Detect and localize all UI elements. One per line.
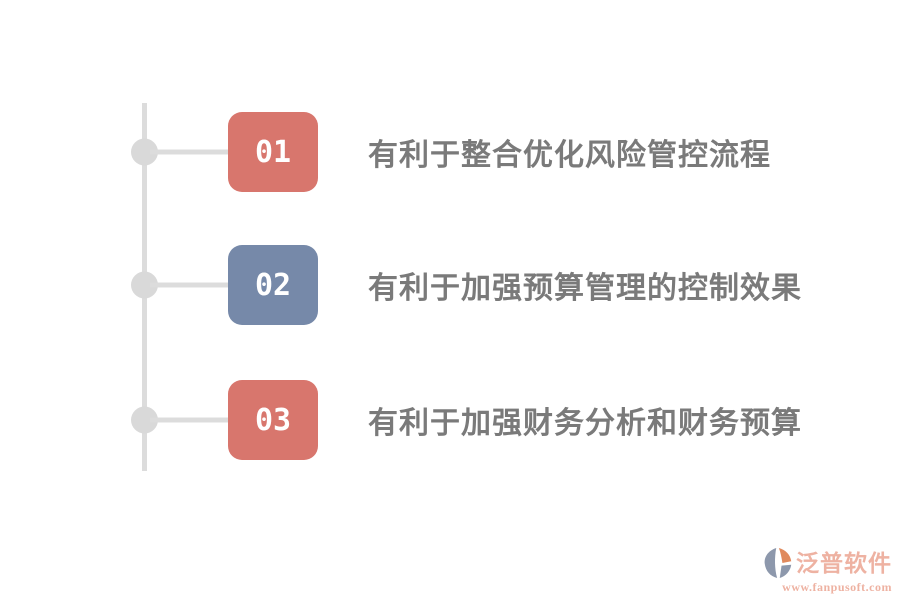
timeline-item: 03 有利于加强财务分析和财务预算: [0, 380, 900, 460]
timeline-connector: [150, 417, 230, 423]
step-label: 有利于加强预算管理的控制效果: [368, 272, 802, 305]
fanpu-logo-icon: [764, 548, 792, 578]
timeline-item: 02 有利于加强预算管理的控制效果: [0, 245, 900, 325]
step-number-badge: 02: [228, 245, 318, 325]
step-label: 有利于加强财务分析和财务预算: [368, 407, 802, 440]
step-number-badge: 03: [228, 380, 318, 460]
timeline-item: 01 有利于整合优化风险管控流程: [0, 112, 900, 192]
step-number: 02: [254, 267, 292, 303]
step-number-badge: 01: [228, 112, 318, 192]
timeline-connector: [150, 282, 230, 288]
step-number: 01: [254, 134, 292, 170]
timeline-connector: [150, 149, 230, 155]
brand-watermark: 泛普软件 www.fanpusoft.com: [763, 546, 892, 593]
brand-url: www.fanpusoft.com: [782, 580, 892, 594]
step-number: 03: [254, 402, 292, 438]
step-label: 有利于整合优化风险管控流程: [368, 139, 771, 172]
brand-name: 泛普软件: [796, 549, 892, 576]
